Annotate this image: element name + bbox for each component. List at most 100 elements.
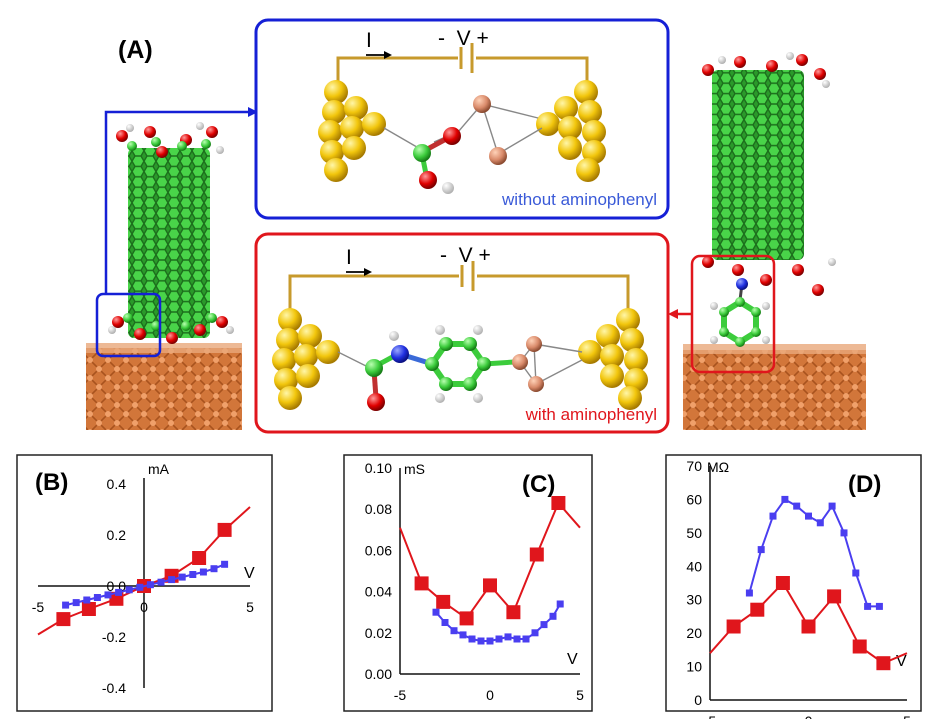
chart-c-series-1-point-0 [432, 608, 440, 616]
chart-c-series-1-point-11 [531, 629, 539, 637]
chart-d-series-0-point-2 [775, 576, 790, 590]
chart-d-series-1-point-6 [816, 519, 824, 527]
chart-c-series-1-point-7 [495, 635, 503, 643]
chart-b-series-0-point-1 [81, 602, 96, 616]
chart-b-series-1-point-10 [168, 576, 176, 584]
chart-c-frame [343, 454, 593, 712]
chart-b-ytick-4: -0.4 [102, 680, 126, 696]
chart-d-ytick-2: 50 [686, 525, 702, 541]
chart-c-series-1-point-12 [540, 621, 548, 629]
chart-c-ytick-5: 0.00 [365, 666, 392, 682]
chart-d-series-1-point-5 [805, 512, 812, 520]
chart-d-series-1-point-1 [757, 546, 765, 554]
chart-b-frame [16, 454, 273, 712]
chart-c-series-0-point-6 [551, 496, 566, 510]
chart-b-series-1-point-6 [125, 586, 133, 594]
chart-b-series-0-point-6 [217, 522, 232, 537]
chart-c-series-1-point-9 [513, 635, 521, 643]
chart-c-series-1-point-13 [549, 612, 557, 620]
chart-b-ytick-0: 0.4 [107, 476, 127, 492]
chart-b-series-1-point-4 [104, 591, 112, 599]
chart-d-series-0-point-4 [827, 589, 842, 604]
chart-b-ylabel: mA [148, 461, 170, 477]
left-copper-substrate [86, 348, 242, 430]
chart-b-xtick-1: 0 [140, 599, 148, 615]
chart-c-series-0-line [399, 501, 581, 620]
chart-d-xtick-1: 0 [805, 713, 813, 719]
top-box-caption: without aminophenyl [501, 190, 657, 209]
chart-d-frame [665, 454, 922, 712]
chart-b-ytick-3: -0.2 [102, 629, 126, 645]
chart-c-series-0-point-5 [529, 547, 544, 562]
chart-c-ytick-4: 0.02 [365, 625, 392, 641]
chart-c-xtick-0: -5 [394, 687, 407, 703]
chart-c-series-1-point-3 [459, 631, 467, 639]
chart-c-series-1-point-10 [522, 635, 530, 643]
chart-c-series-0-point-1 [436, 594, 451, 609]
chart-c-ytick-2: 0.06 [365, 542, 392, 558]
chart-c-series-1-point-14 [556, 600, 564, 608]
left-nanotube-structure [86, 107, 258, 430]
chart-d-series-0-point-6 [876, 656, 891, 671]
chart-d-ytick-1: 60 [686, 491, 702, 507]
chart-c-series-0-point-4 [506, 605, 521, 620]
chart-b-series-1-point-12 [189, 571, 197, 578]
chart-b-ytick-1: 0.2 [107, 527, 127, 543]
left-nanotube [128, 148, 210, 338]
chart-c-series-1-point-5 [477, 637, 485, 645]
chart-c-ytick-1: 0.08 [365, 501, 392, 517]
chart-c-label: (C) [522, 471, 555, 498]
top-voltage-label: - V + [438, 27, 489, 50]
chart-d-ylabel: MΩ [707, 459, 729, 475]
top-right-gold-electrode [536, 80, 606, 182]
chart-b-series-1-point-14 [210, 565, 218, 573]
chart-c-xtick-1: 0 [486, 687, 494, 703]
arrow-to-top-box [248, 107, 258, 117]
chart-d-series-0-point-3 [801, 619, 816, 634]
chart-d-series-0-point-5 [852, 639, 867, 654]
chart-c-series-1-point-6 [486, 637, 494, 645]
chart-b-series-0-point-5 [192, 551, 207, 565]
chart-d-ytick-3: 40 [686, 558, 702, 574]
chart-d-series-0-point-0 [726, 619, 741, 634]
chart-b-xtick-0: -5 [32, 599, 45, 615]
bottom-voltage-label: - V + [440, 244, 491, 267]
chart-b-series-1-point-9 [157, 578, 165, 586]
chart-d-series-0-point-1 [750, 602, 765, 617]
chart-d-series-1-point-11 [875, 602, 883, 610]
chart-d: (D) MΩ V -505706050403020100 [665, 454, 922, 719]
chart-c-series-0-point-0 [414, 576, 429, 591]
bottom-box-caption: with aminophenyl [525, 405, 657, 424]
chart-b-xlabel: V [244, 565, 255, 582]
top-left-gold-electrode [318, 80, 386, 182]
chart-d-ytick-7: 0 [694, 692, 702, 708]
chart-b-series-0-point-0 [56, 612, 71, 627]
chart-d-xtick-2: 5 [903, 713, 911, 719]
chart-c-ytick-0: 0.10 [365, 460, 392, 476]
chart-c-series-0-point-2 [459, 611, 474, 626]
arrow-to-bottom-box [668, 309, 678, 319]
chart-d-series-1-point-7 [828, 502, 836, 510]
chart-d-ytick-0: 70 [686, 458, 702, 474]
chart-b-series-1-point-3 [93, 594, 101, 601]
chart-b-series-1-line [65, 563, 225, 607]
chart-b-series-1-point-2 [83, 596, 91, 604]
chart-d-ytick-4: 30 [686, 592, 702, 608]
chart-d-series-1-point-8 [840, 529, 848, 537]
chart-b-series-1-point-7 [136, 583, 144, 591]
bottom-current-label: I [346, 246, 352, 269]
bottom-circuit-box: I - V + [254, 232, 670, 434]
chart-b-series-1-point-5 [115, 588, 123, 596]
chart-c-series-1-point-8 [504, 633, 512, 641]
chart-d-ytick-6: 10 [686, 659, 702, 675]
chart-d-label: (D) [848, 471, 881, 498]
chart-d-series-1-point-9 [852, 569, 860, 577]
chart-d-xtick-0: -5 [704, 713, 717, 719]
chart-c-ylabel: mS [404, 461, 425, 477]
chart-c-series-1-point-4 [468, 635, 476, 643]
chart-b-series-1-point-0 [62, 601, 70, 609]
panel-a-label: (A) [118, 36, 153, 64]
chart-b-series-1-point-11 [178, 573, 186, 581]
